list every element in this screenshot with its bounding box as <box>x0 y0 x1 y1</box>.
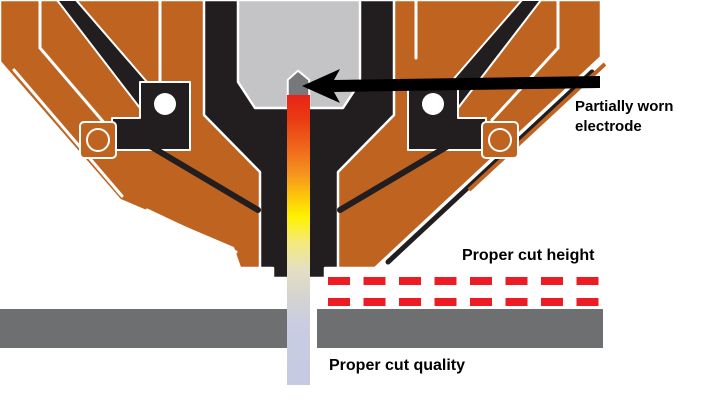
o-ring-right-upper-icon <box>422 93 444 115</box>
proper-cut-height-label: Proper cut height <box>462 247 595 264</box>
proper-cut-quality-label: Proper cut quality <box>329 357 466 374</box>
channel-line-right <box>337 143 451 213</box>
cap-seam-right <box>385 69 595 265</box>
partially-worn-electrode-label: Partially worn electrode <box>575 98 674 135</box>
o-ring-right-lower-icon <box>488 128 512 152</box>
channel-line-left <box>147 143 261 213</box>
o-ring-left-lower-icon <box>86 128 110 152</box>
plasma-arc <box>287 95 310 385</box>
kerf-gap <box>310 309 317 348</box>
o-ring-left-upper-icon <box>154 93 176 115</box>
arrow-icon <box>302 69 600 103</box>
